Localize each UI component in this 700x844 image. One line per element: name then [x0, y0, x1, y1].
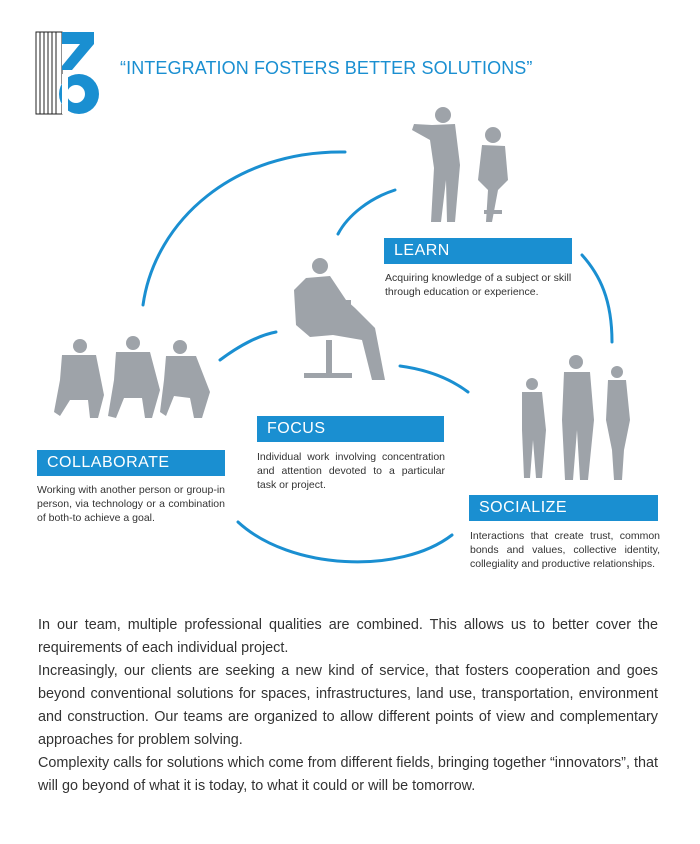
focus-description: Individual work involving concentration …	[257, 451, 445, 491]
body-text: In our team, multiple professional quali…	[38, 614, 658, 798]
collaborate-description: Working with another person or group-in …	[37, 484, 225, 524]
learn-figures	[412, 107, 508, 222]
outer-arc-bottom	[236, 520, 454, 564]
socialize-description: Interactions that create trust, common b…	[470, 530, 660, 570]
collaborate-label: COLLABORATE	[37, 450, 225, 476]
page-title: “INTEGRATION FOSTERS BETTER SOLUTIONS”	[120, 58, 533, 78]
company-logo-icon	[35, 31, 99, 115]
body-paragraph-1: In our team, multiple professional quali…	[38, 617, 658, 656]
outer-arc-right	[580, 253, 614, 344]
inner-arc-left	[218, 330, 278, 362]
collaborate-figures	[54, 336, 210, 418]
socialize-figures	[522, 355, 630, 480]
learn-label: LEARN	[384, 238, 572, 264]
inner-arc-top	[336, 188, 397, 236]
inner-arc-right	[398, 364, 470, 394]
cycle-diagram	[54, 107, 630, 564]
focus-figure	[294, 258, 385, 380]
body-paragraph-2: Increasingly, our clients are seeking a …	[38, 663, 658, 748]
socialize-label: SOCIALIZE	[469, 495, 658, 521]
body-paragraph-3: Complexity calls for solutions which com…	[38, 755, 658, 794]
outer-arc-top-left	[141, 150, 347, 307]
learn-description: Acquiring knowledge of a subject or skil…	[385, 272, 572, 298]
focus-label: FOCUS	[257, 416, 444, 442]
